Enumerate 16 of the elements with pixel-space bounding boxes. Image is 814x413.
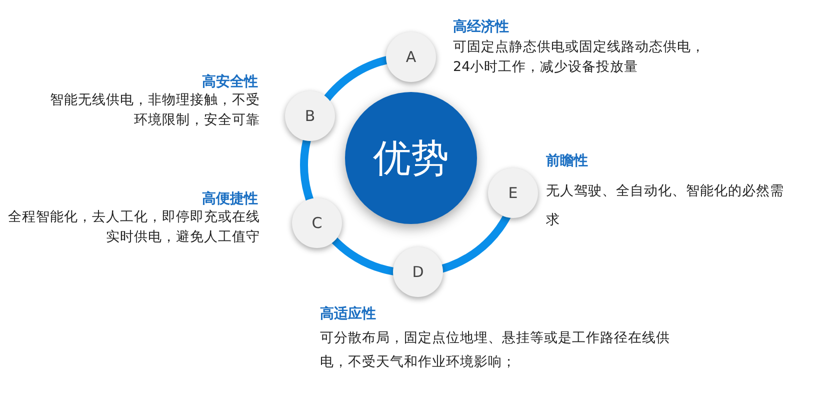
heading: 高适应性	[320, 305, 377, 323]
center-circle: 优势	[345, 92, 477, 224]
heading: 高安全性	[201, 73, 258, 91]
heading: 前瞻性	[546, 152, 589, 170]
heading: 高经济性	[453, 18, 510, 36]
description: 全程智能化，去人工化，即停即充或在线实时供电，避免人工值守	[8, 208, 260, 247]
description: 可固定点静态供电或固定线路动态供电，24小时工作，减少设备投放量	[453, 38, 706, 77]
letter-circle: E	[488, 168, 538, 218]
heading: 高便捷性	[201, 190, 258, 208]
letter-circle: D	[393, 247, 443, 297]
letter-circle: C	[292, 198, 342, 248]
letter-circle: A	[386, 32, 436, 82]
description: 智能无线供电，非物理接触，不受环境限制，安全可靠	[49, 91, 260, 130]
letter-circle: B	[285, 91, 335, 141]
description: 无人驾驶、全自动化、智能化的必然需求	[546, 182, 785, 230]
description: 可分散布局，固定点位地埋、悬挂等或是工作路径在线供电，不受天气和作业环境影响；	[320, 329, 671, 372]
